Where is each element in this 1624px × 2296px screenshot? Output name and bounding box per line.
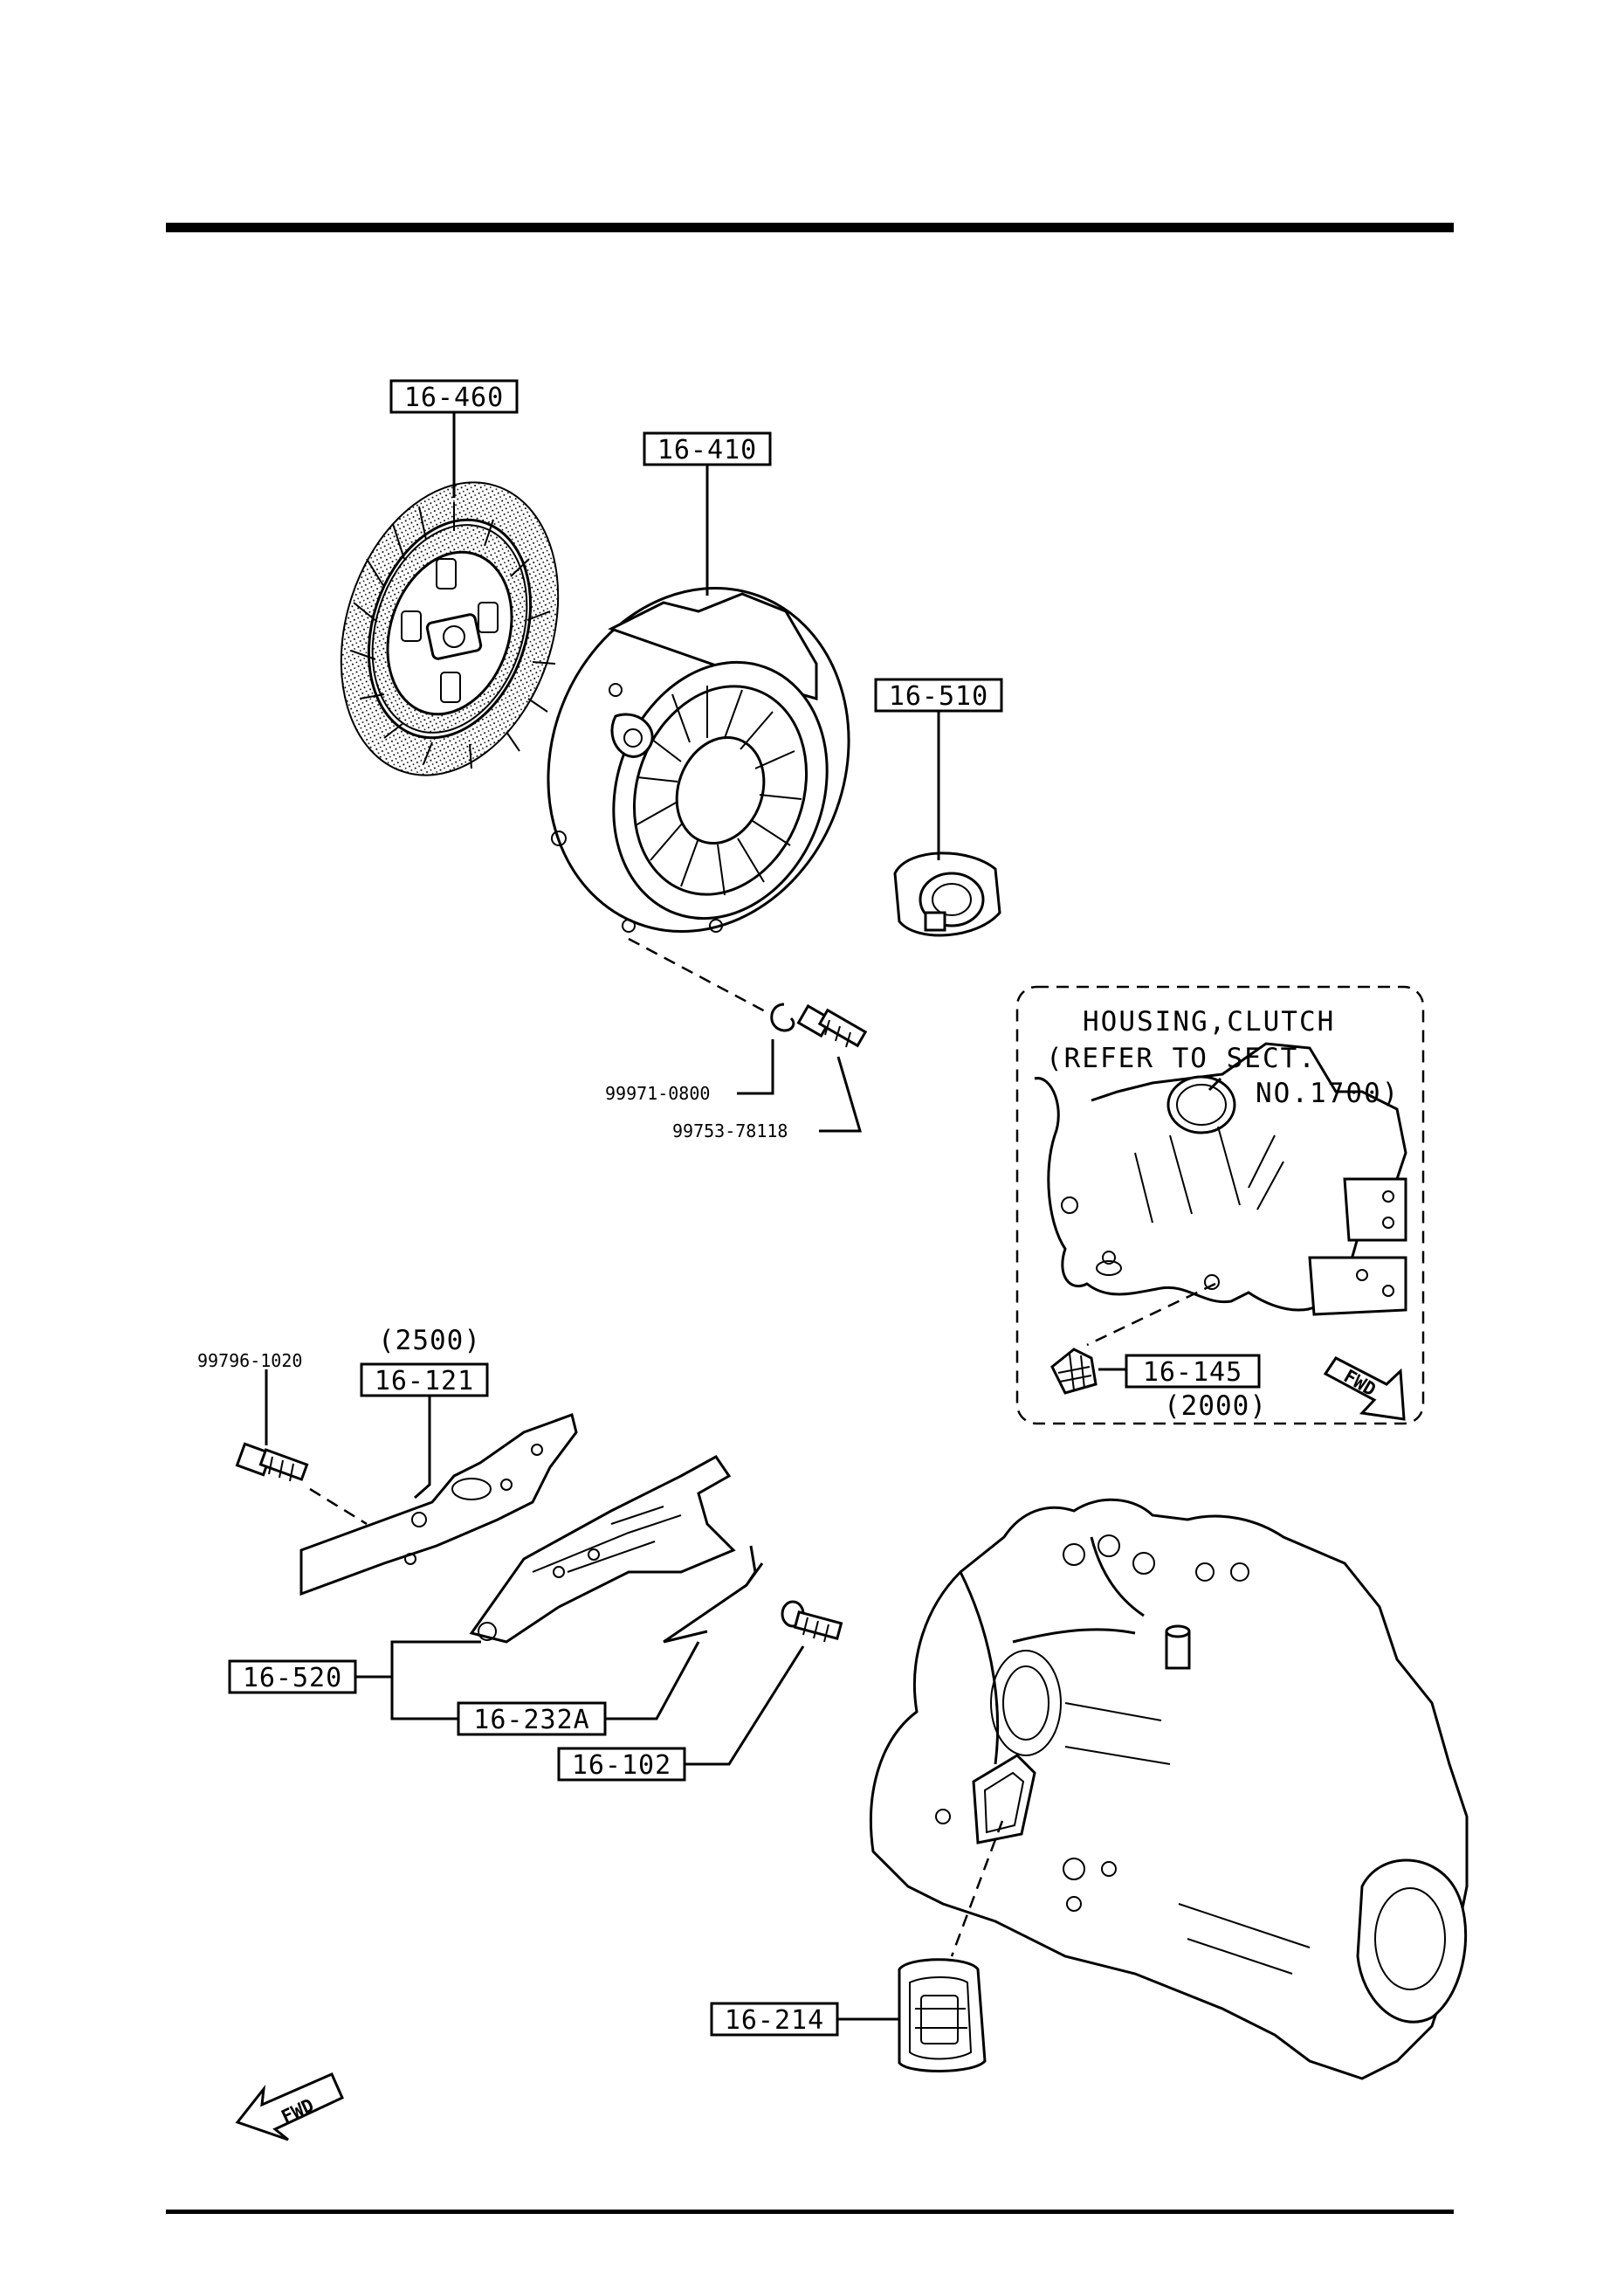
washer-drawing	[770, 1003, 795, 1032]
plate-bolt-dashline	[309, 1487, 368, 1526]
housing-drawing	[1034, 1042, 1407, 1316]
callout-16-214: 16-214	[710, 2002, 839, 2037]
callout-16-460: 16-460	[389, 379, 519, 414]
svg-text:16-214: 16-214	[725, 2005, 824, 2036]
fork-spring-drawing	[663, 1545, 764, 1644]
leader-16-520-upper	[390, 1640, 481, 1720]
part-number-99796-1020: 99796-1020	[197, 1350, 302, 1371]
housing-note-line3: NO.1700)	[1256, 1078, 1400, 1109]
housing-inset: 16-145 (2000) HOUSING,CLUTCH (REFER TO S…	[1015, 985, 1425, 1425]
svg-text:16-121: 16-121	[375, 1366, 474, 1396]
dust-boot-plate-drawing	[299, 1413, 578, 1596]
fwd-arrow-inset: FWD	[1323, 1356, 1406, 1421]
fwd-arrow-main: FWD	[235, 2072, 344, 2141]
svg-text:16-145: 16-145	[1143, 1357, 1242, 1388]
clutch-disc-drawing	[340, 481, 560, 776]
top-rule	[166, 223, 1454, 232]
housing-note-line2: (REFER TO SECT.	[1046, 1043, 1317, 1074]
callout-16-232A: 16-232A	[457, 1701, 607, 1736]
release-fork-drawing	[469, 1455, 736, 1644]
callout-16-145: 16-145	[1125, 1354, 1261, 1389]
small-boot-drawing	[1050, 1348, 1098, 1395]
svg-text:16-410: 16-410	[657, 435, 757, 465]
callout-16-121: 16-121	[360, 1362, 489, 1397]
leader-99971-0800	[737, 1039, 774, 1095]
callout-16-510: 16-510	[874, 678, 1003, 713]
leader-16-102	[685, 1645, 805, 1766]
release-boot-drawing	[898, 1958, 987, 2072]
leader-16-121	[414, 1396, 431, 1500]
svg-text:16-102: 16-102	[572, 1750, 671, 1781]
qty-2500: (2500)	[378, 1325, 481, 1356]
callout-16-102: 16-102	[557, 1747, 686, 1782]
svg-text:16-232A: 16-232A	[473, 1705, 589, 1735]
bottom-rule	[166, 2210, 1454, 2214]
cover-bolt-dashline	[628, 937, 769, 1015]
svg-text:16-460: 16-460	[404, 383, 504, 413]
part-number-99971-0800: 99971-0800	[605, 1083, 710, 1104]
transaxle-drawing	[870, 1498, 1469, 2080]
svg-text:16-520: 16-520	[243, 1663, 342, 1693]
plate-bolt-drawing	[235, 1442, 309, 1482]
svg-text:16-510: 16-510	[889, 681, 988, 712]
leader-16-232A	[605, 1641, 700, 1720]
release-bearing-drawing	[893, 852, 1001, 937]
boot-dashline	[950, 1820, 1004, 1957]
housing-note-line1: HOUSING,CLUTCH	[1083, 1006, 1335, 1038]
pivot-pin-drawing	[781, 1600, 843, 1643]
callout-16-520: 16-520	[228, 1659, 357, 1694]
clutch-cover-drawing	[547, 586, 850, 934]
cover-bolt-drawing	[796, 1003, 868, 1048]
part-number-99753-78118: 99753-78118	[672, 1120, 788, 1141]
qty-2000: (2000)	[1164, 1390, 1267, 1422]
callout-16-410: 16-410	[643, 431, 772, 466]
leader-99753-78118	[819, 1056, 863, 1133]
